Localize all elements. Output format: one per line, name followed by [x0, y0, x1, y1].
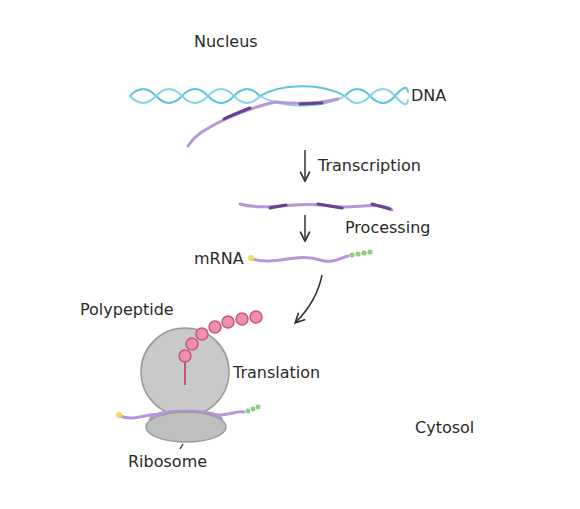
- cell-region: Cytosol Nucleus: [55, 8, 555, 498]
- part-label: Processing: [345, 218, 430, 237]
- region-label: Cytosol: [415, 418, 474, 437]
- step-arrow: [304, 215, 306, 240]
- part-label: Polypeptide: [80, 300, 174, 319]
- mature-mrna: [248, 249, 373, 261]
- step-arrow: [304, 150, 306, 180]
- part-label: DNA: [411, 86, 446, 105]
- part-label: Transcription: [318, 156, 421, 175]
- cell-outline: [55, 8, 555, 498]
- ribosome: [116, 328, 260, 442]
- leader-line: [180, 444, 183, 449]
- nascent-rna: [188, 99, 338, 146]
- part-label: Ribosome: [128, 452, 207, 471]
- part-label: mRNA: [194, 249, 244, 268]
- export-arrow: [296, 275, 322, 322]
- part-label: Translation: [233, 363, 320, 382]
- region-label: Nucleus: [194, 32, 258, 51]
- pre-mrna: [240, 204, 392, 210]
